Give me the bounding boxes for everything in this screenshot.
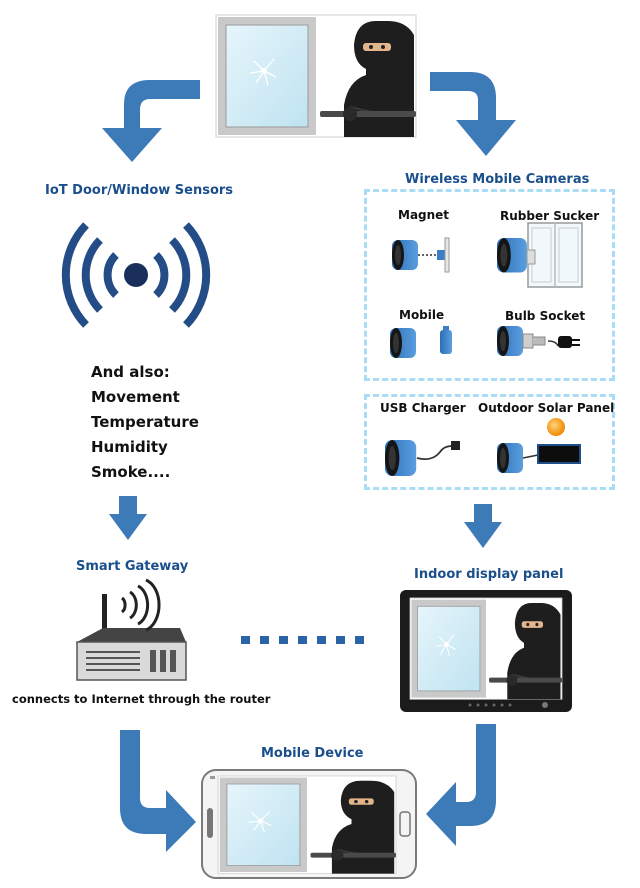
mobile-camera-icon bbox=[390, 326, 452, 358]
display-panel-icon bbox=[400, 590, 572, 712]
rubber-sucker-label: Rubber Sucker bbox=[500, 209, 600, 223]
cameras-mounting-box bbox=[364, 189, 615, 381]
solar-panel-camera-icon bbox=[497, 418, 581, 473]
solar-panel-label: Outdoor Solar Panel bbox=[478, 401, 615, 415]
wireless-signal-icon bbox=[61, 222, 211, 328]
rubber-sucker-camera-icon bbox=[497, 222, 583, 288]
also-item-humidity: Humidity bbox=[91, 438, 168, 456]
also-list: And also: Movement Temperature Humidity … bbox=[91, 360, 199, 485]
also-item-smoke: Smoke.... bbox=[91, 463, 171, 481]
mobile-title: Mobile Device bbox=[261, 746, 364, 761]
window-scene-icon bbox=[215, 14, 417, 138]
gateway-title: Smart Gateway bbox=[76, 559, 189, 574]
arrow-to-gateway bbox=[109, 496, 147, 540]
smartphone-icon bbox=[201, 769, 417, 879]
usb-charger-label: USB Charger bbox=[380, 401, 466, 415]
also-item-temperature: Temperature bbox=[91, 413, 199, 431]
arrow-display-to-mobile bbox=[426, 724, 496, 846]
arrow-gateway-to-mobile bbox=[120, 730, 196, 852]
solar-panel-icon bbox=[537, 444, 581, 464]
connection-dots bbox=[241, 636, 364, 644]
bulb-socket-camera-icon bbox=[497, 326, 580, 356]
mobile-label: Mobile bbox=[399, 308, 445, 322]
cameras-title: Wireless Mobile Cameras bbox=[405, 172, 590, 187]
arrow-to-display bbox=[464, 504, 502, 548]
also-item-movement: Movement bbox=[91, 388, 180, 406]
gateway-caption: connects to Internet through the router bbox=[12, 692, 271, 706]
sensors-title: IoT Door/Window Sensors bbox=[45, 183, 234, 198]
router-icon bbox=[76, 578, 187, 681]
usb-charger-camera-icon bbox=[385, 440, 460, 476]
bulb-socket-label: Bulb Socket bbox=[505, 309, 586, 323]
sun-icon bbox=[547, 418, 565, 436]
magnet-label: Magnet bbox=[398, 208, 450, 222]
cameras-power-box bbox=[364, 394, 615, 490]
arrow-to-cameras bbox=[430, 72, 516, 156]
also-heading: And also: bbox=[91, 363, 170, 381]
magnet-camera-icon bbox=[392, 237, 450, 273]
display-title: Indoor display panel bbox=[414, 567, 564, 582]
arrow-to-sensors bbox=[102, 80, 200, 162]
